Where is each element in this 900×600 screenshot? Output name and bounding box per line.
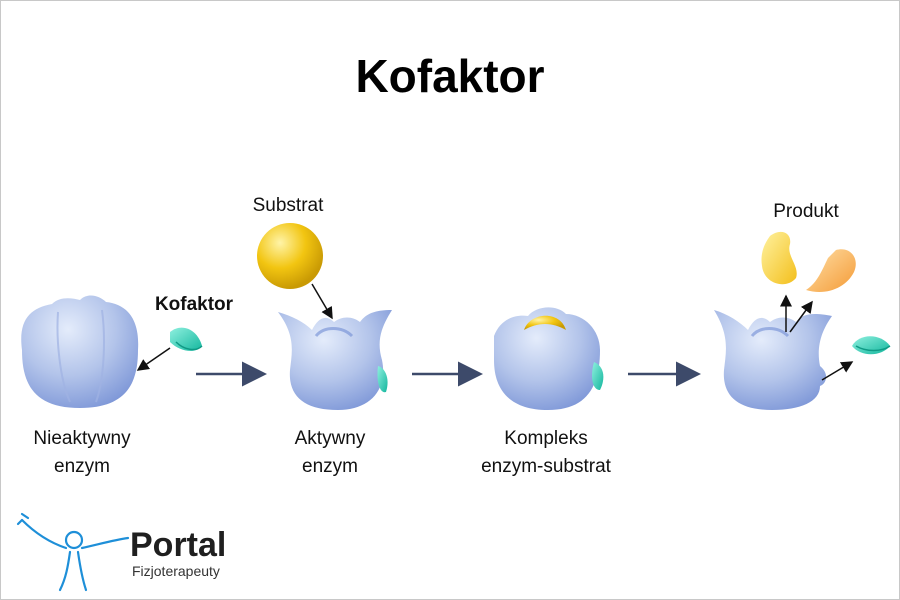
inactive-enzyme-label-line2: enzym bbox=[54, 456, 110, 477]
substrate-label: Substrat bbox=[253, 195, 324, 216]
inactive-enzyme bbox=[21, 295, 139, 408]
logo-name: Portal bbox=[130, 526, 226, 564]
logo-subtitle: Fizjoterapeuty bbox=[132, 563, 220, 579]
cofactor-release-arrow bbox=[821, 361, 854, 381]
cofactor-label: Kofaktor bbox=[155, 294, 234, 315]
active-enzyme-label-line2: enzym bbox=[302, 456, 358, 477]
portal-logo: Portal Fizjoterapeuty bbox=[16, 512, 226, 592]
page-title: Kofaktor bbox=[355, 50, 544, 102]
cofactor-pointer-arrow bbox=[136, 347, 171, 371]
inactive-enzyme-label-line1: Nieaktywny bbox=[33, 428, 131, 449]
substrate-pointer-arrow bbox=[311, 283, 333, 320]
substrate-sphere bbox=[257, 223, 323, 289]
product-piece-orange bbox=[806, 249, 856, 292]
regenerated-enzyme bbox=[714, 310, 832, 410]
complex-label-line1: Kompleks bbox=[504, 428, 587, 449]
stretching-figure-icon bbox=[16, 512, 130, 592]
enzyme-substrate-complex bbox=[494, 307, 604, 410]
active-enzyme-label-line1: Aktywny bbox=[295, 428, 366, 449]
product-label: Produkt bbox=[773, 201, 839, 222]
complex-label-line2: enzym-substrat bbox=[481, 456, 612, 477]
released-cofactor bbox=[852, 336, 891, 355]
cofactor-molecule bbox=[170, 327, 203, 351]
product-piece-yellow bbox=[761, 231, 797, 285]
active-enzyme bbox=[278, 310, 392, 410]
product-arrow-right bbox=[789, 300, 813, 333]
